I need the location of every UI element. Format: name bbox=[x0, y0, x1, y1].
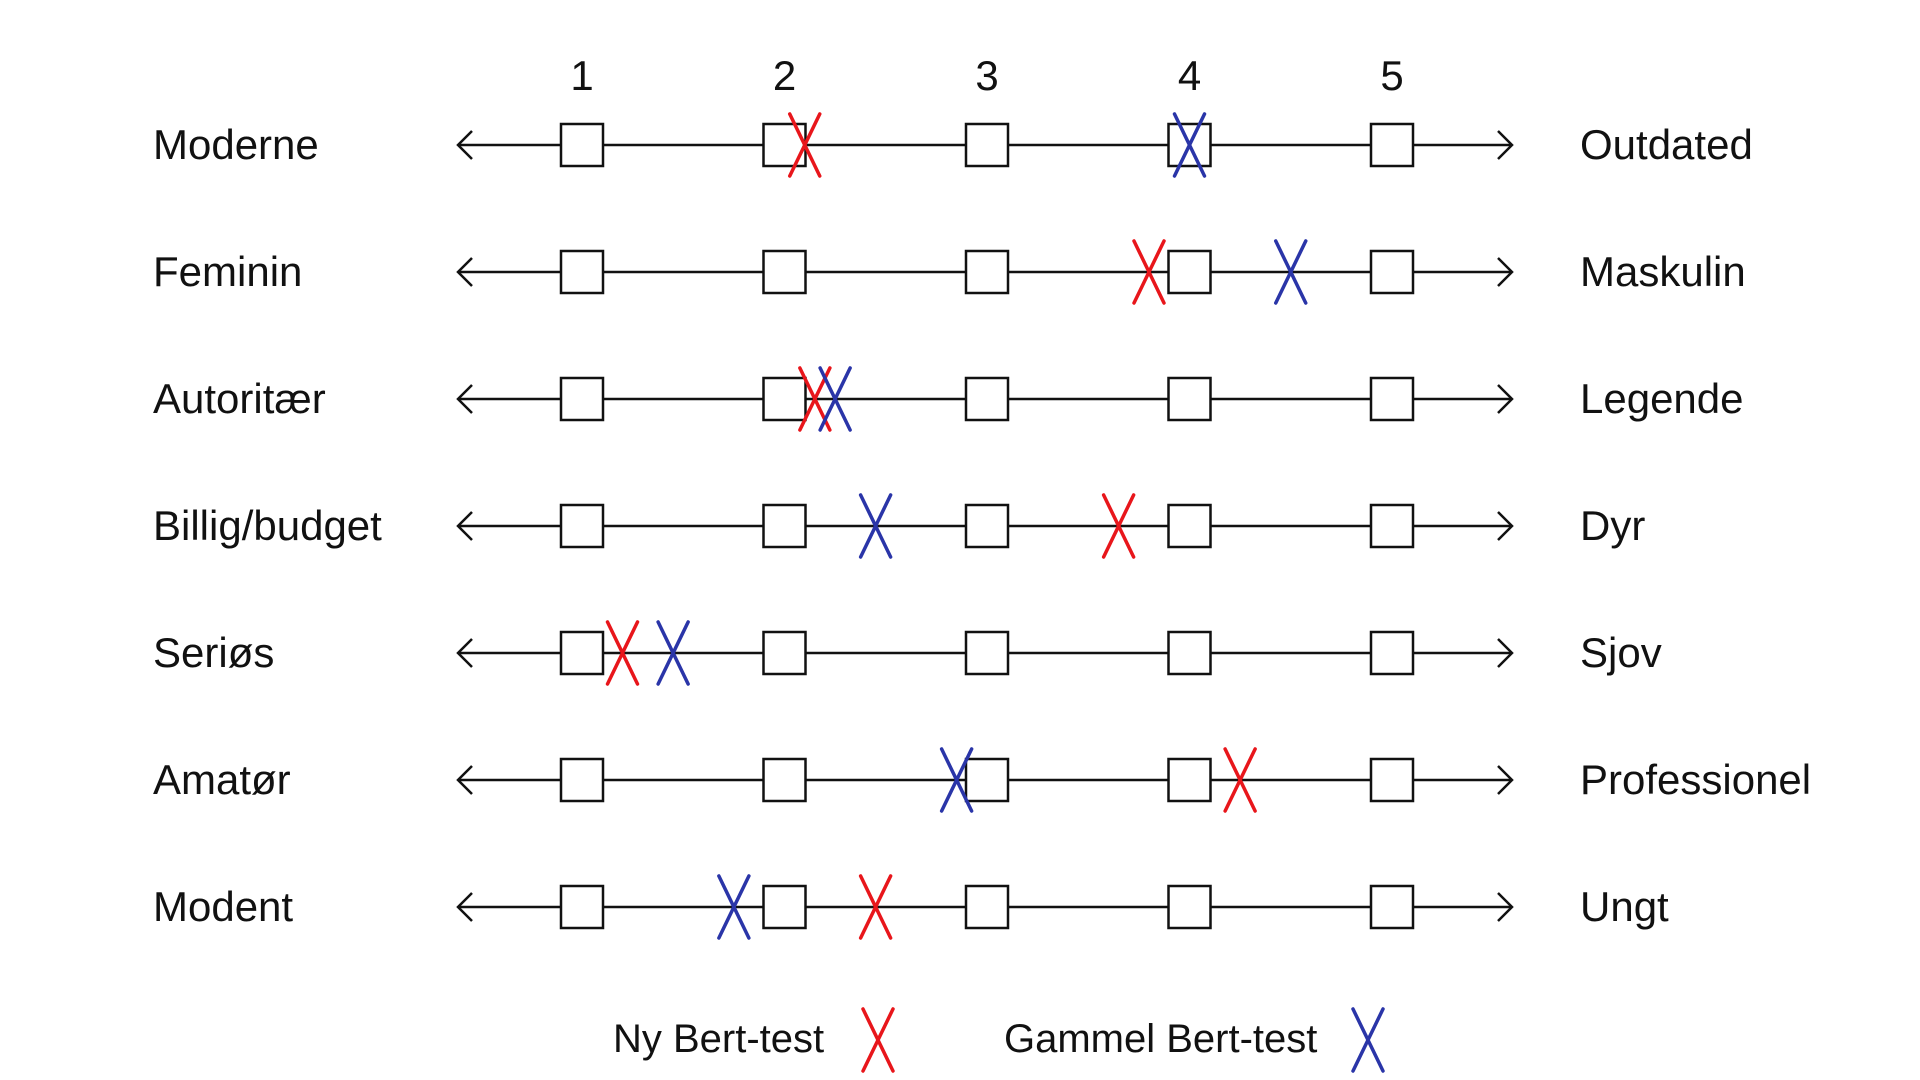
rating-checkbox-3 bbox=[964, 757, 1010, 803]
right-pole-label: Sjov bbox=[1580, 629, 1662, 676]
rating-checkbox-4 bbox=[1167, 249, 1212, 295]
scale-number-labels: 1 2 3 4 5 bbox=[570, 52, 1403, 99]
rating-checkbox-3 bbox=[964, 503, 1010, 549]
scale-label-2: 2 bbox=[773, 52, 796, 99]
scale-label-5: 5 bbox=[1380, 52, 1403, 99]
series-1-mark bbox=[1223, 747, 1257, 813]
rating-checkbox-2 bbox=[762, 884, 807, 930]
rating-marks bbox=[605, 112, 1308, 940]
series-1-mark bbox=[605, 620, 640, 686]
rating-checkbox-1 bbox=[559, 757, 605, 803]
rating-checkbox-4 bbox=[1167, 757, 1212, 803]
series-1-mark bbox=[858, 874, 893, 940]
rating-checkbox-5 bbox=[1369, 884, 1415, 930]
left-arrow-icon bbox=[456, 638, 473, 668]
right-arrow-icon bbox=[1497, 257, 1514, 287]
right-pole-label: Maskulin bbox=[1580, 248, 1746, 295]
left-arrow-icon bbox=[456, 511, 473, 541]
left-arrow-icon bbox=[456, 384, 473, 414]
legend: Ny Bert-test Gammel Bert-test bbox=[613, 1007, 1385, 1073]
series-2-mark bbox=[1172, 112, 1207, 178]
series-1-mark bbox=[1132, 239, 1166, 305]
series-1-mark bbox=[788, 112, 822, 178]
left-pole-label: Amatør bbox=[153, 756, 291, 803]
series-2-mark bbox=[1274, 239, 1308, 305]
left-pole-label: Moderne bbox=[153, 121, 319, 168]
rating-row: Amatør Professionel bbox=[153, 756, 1811, 803]
right-arrow-icon bbox=[1497, 130, 1514, 160]
right-arrow-icon bbox=[1497, 765, 1514, 795]
rating-checkbox-1 bbox=[559, 249, 605, 295]
rating-checkbox-2 bbox=[762, 503, 807, 549]
series-1-mark bbox=[1101, 493, 1136, 559]
rating-checkbox-2 bbox=[762, 249, 807, 295]
rating-checkbox-1 bbox=[559, 376, 605, 422]
scale-label-4: 4 bbox=[1178, 52, 1201, 99]
rating-checkbox-3 bbox=[964, 376, 1010, 422]
left-pole-label: Billig/budget bbox=[153, 502, 382, 549]
legend-label: Ny Bert-test bbox=[613, 1017, 824, 1061]
left-pole-label: Seriøs bbox=[153, 629, 274, 676]
left-arrow-icon bbox=[456, 892, 473, 922]
rating-checkbox-5 bbox=[1369, 503, 1415, 549]
series-2-mark bbox=[717, 874, 751, 940]
rating-row: Modent Ungt bbox=[153, 883, 1669, 930]
right-arrow-icon bbox=[1497, 638, 1514, 668]
right-pole-label: Professionel bbox=[1580, 756, 1811, 803]
rating-checkbox-5 bbox=[1369, 249, 1415, 295]
left-arrow-icon bbox=[456, 257, 473, 287]
rating-row: Moderne Outdated bbox=[153, 121, 1753, 168]
left-pole-label: Feminin bbox=[153, 248, 302, 295]
right-arrow-icon bbox=[1497, 511, 1514, 541]
rating-row: Seriøs Sjov bbox=[153, 629, 1662, 676]
legend-x-icon bbox=[861, 1007, 895, 1073]
rating-checkbox-4 bbox=[1167, 503, 1212, 549]
rating-checkbox-5 bbox=[1369, 757, 1415, 803]
rating-checkbox-5 bbox=[1369, 376, 1415, 422]
rating-row: Feminin Maskulin bbox=[153, 248, 1746, 295]
right-pole-label: Ungt bbox=[1580, 883, 1669, 930]
legend-x-icon bbox=[1351, 1007, 1385, 1073]
rating-checkbox-1 bbox=[559, 122, 605, 168]
rating-checkbox-2 bbox=[762, 376, 807, 422]
right-pole-label: Outdated bbox=[1580, 121, 1753, 168]
series-2-mark bbox=[858, 493, 893, 559]
rating-checkbox-3 bbox=[964, 630, 1010, 676]
left-arrow-icon bbox=[456, 130, 473, 160]
rating-checkbox-1 bbox=[559, 503, 605, 549]
rating-row: Autoritær Legende bbox=[153, 375, 1744, 422]
rating-checkbox-3 bbox=[964, 249, 1010, 295]
series-2-mark bbox=[656, 620, 690, 686]
rating-checkbox-2 bbox=[762, 757, 807, 803]
rating-checkbox-4 bbox=[1167, 630, 1212, 676]
right-pole-label: Legende bbox=[1580, 375, 1744, 422]
right-pole-label: Dyr bbox=[1580, 502, 1645, 549]
scale-label-3: 3 bbox=[975, 52, 998, 99]
right-arrow-icon bbox=[1497, 384, 1514, 414]
rating-checkbox-5 bbox=[1369, 630, 1415, 676]
left-pole-label: Modent bbox=[153, 883, 293, 930]
rating-checkbox-1 bbox=[559, 884, 605, 930]
series-2-mark bbox=[818, 366, 852, 432]
rating-row: Billig/budget Dyr bbox=[153, 502, 1645, 549]
rating-checkbox-5 bbox=[1369, 122, 1415, 168]
rating-checkbox-3 bbox=[964, 122, 1010, 168]
left-arrow-icon bbox=[456, 765, 473, 795]
rating-checkbox-4 bbox=[1167, 376, 1212, 422]
rating-checkbox-3 bbox=[964, 884, 1010, 930]
rating-checkbox-2 bbox=[762, 630, 807, 676]
legend-label: Gammel Bert-test bbox=[1004, 1017, 1317, 1061]
series-2-mark bbox=[939, 747, 974, 813]
scale-label-1: 1 bbox=[570, 52, 593, 99]
rating-checkbox-1 bbox=[559, 630, 605, 676]
rating-checkbox-4 bbox=[1167, 884, 1212, 930]
right-arrow-icon bbox=[1497, 892, 1514, 922]
left-pole-label: Autoritær bbox=[153, 375, 326, 422]
